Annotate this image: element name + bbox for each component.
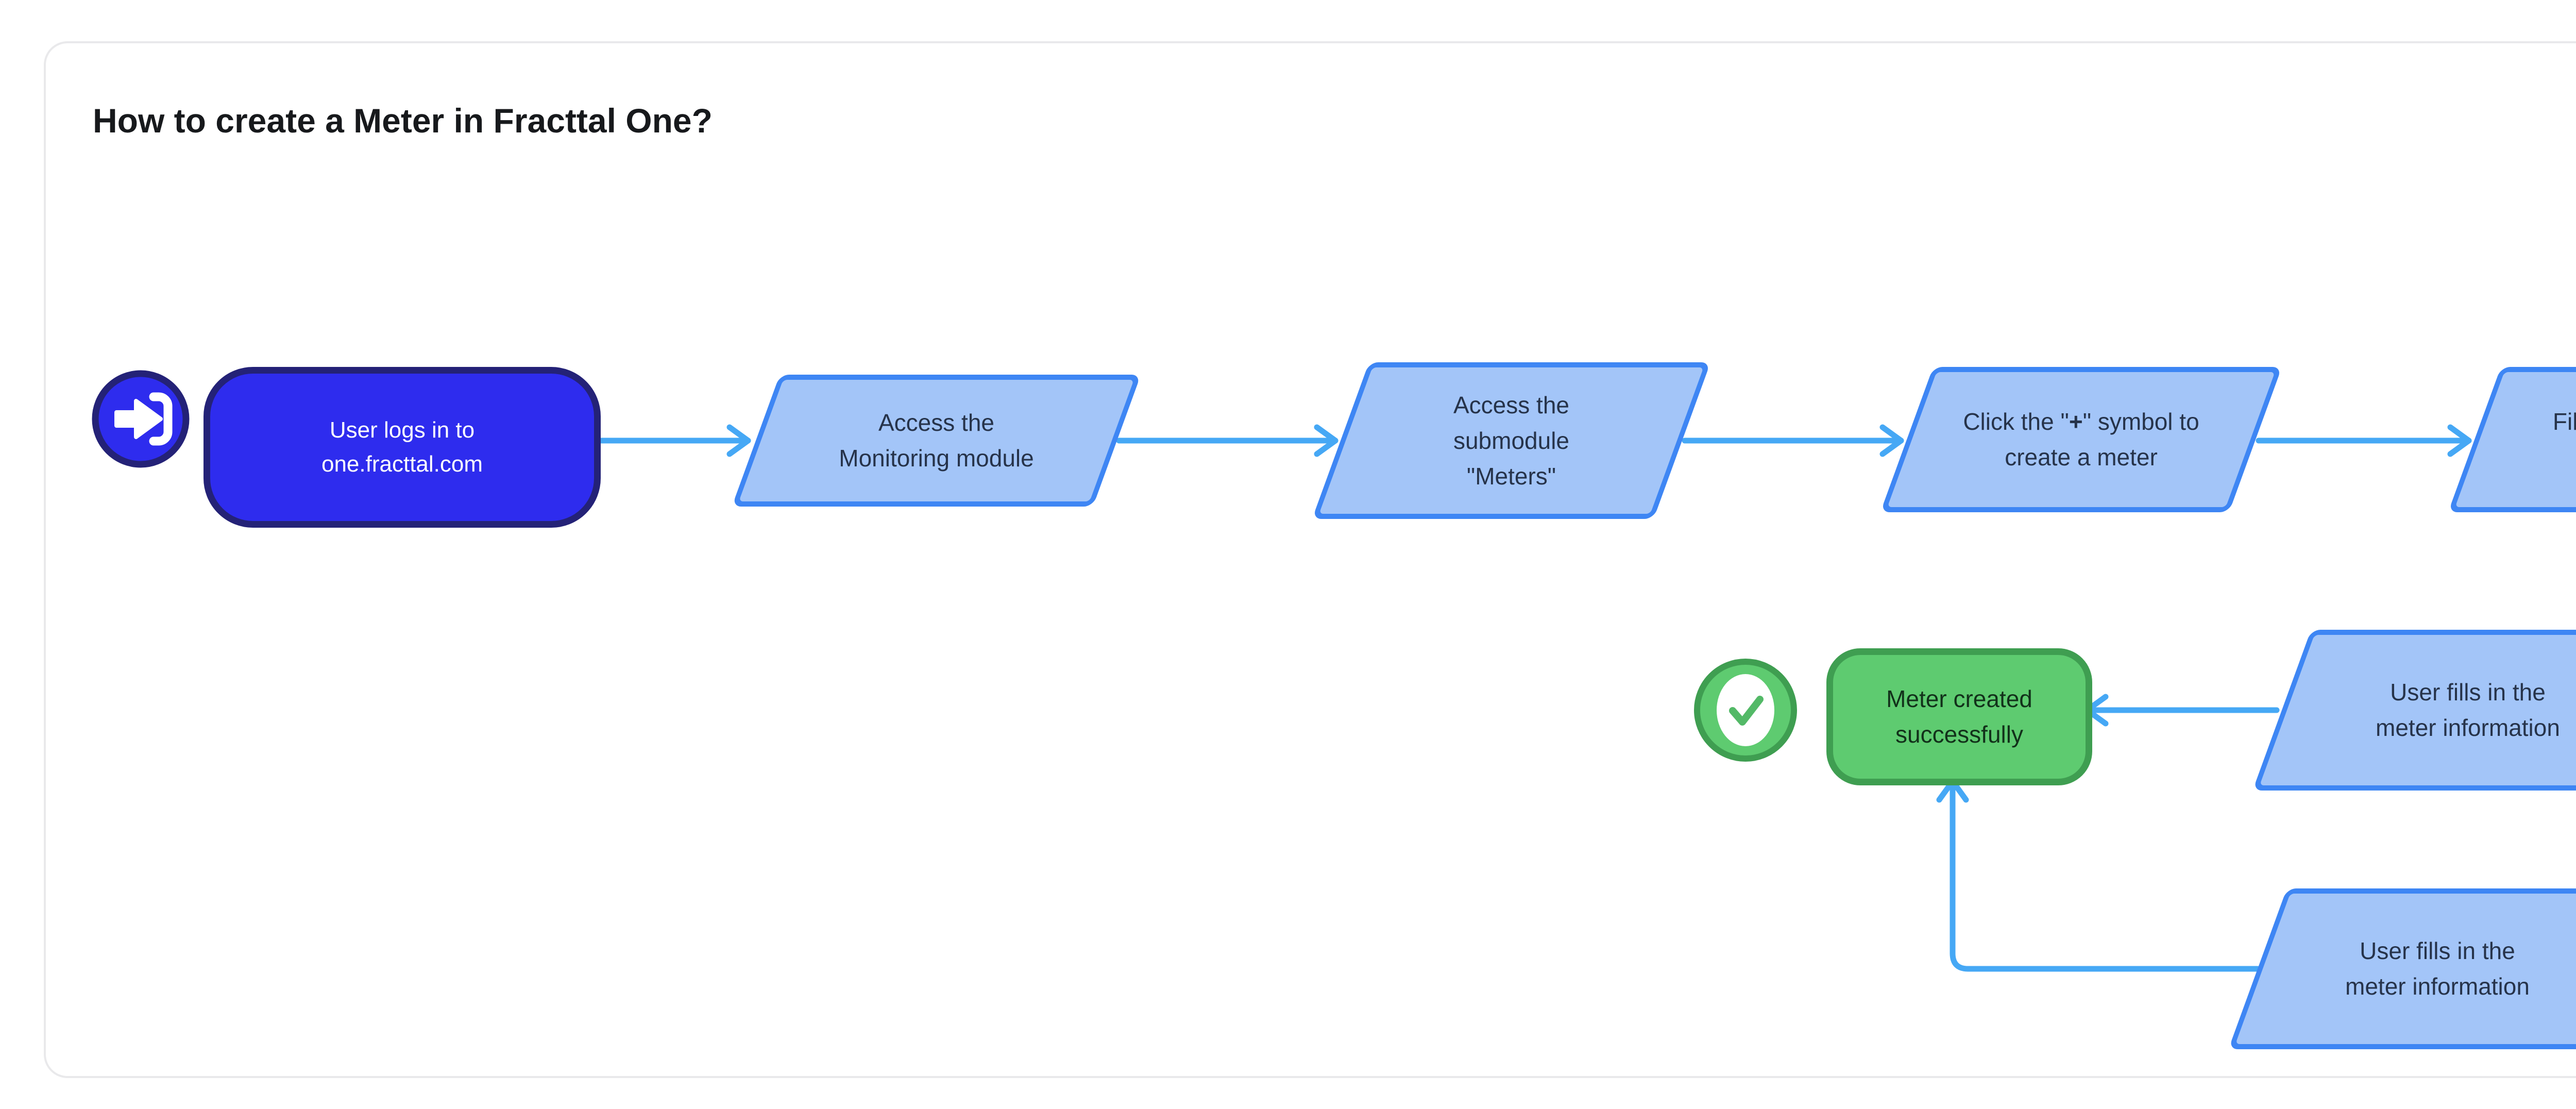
diagram-card bbox=[44, 41, 2576, 1078]
node-click-plus: Click the "+" symbol to create a meter bbox=[1880, 367, 2282, 512]
node-label: User fills in the meter information bbox=[2376, 679, 2560, 741]
page-title: How to create a Meter in Fracttal One? bbox=[93, 102, 713, 140]
node-label: Fill in all the meter data bbox=[2552, 408, 2576, 435]
node-label: Access the submodule "Meters" bbox=[1453, 391, 1570, 490]
node-monitoring: Access the Monitoring module bbox=[732, 375, 1141, 507]
node-label: Access the Monitoring module bbox=[839, 409, 1034, 472]
start-node bbox=[92, 370, 190, 468]
node-label: User fills in the meter information bbox=[2345, 937, 2530, 1000]
node-success: Meter created successfully bbox=[1826, 648, 2092, 785]
node-label: Click the "+" symbol to create a meter bbox=[1963, 408, 2199, 471]
check-icon bbox=[1694, 659, 1797, 762]
node-fill-info-counter: User fills in the meter information bbox=[2252, 630, 2576, 791]
node-submodule: Access the submodule "Meters" bbox=[1312, 362, 1711, 519]
node-label: Meter created successfully bbox=[1886, 685, 2032, 748]
node-fill-data: Fill in all the meter data bbox=[2448, 367, 2576, 512]
login-icon bbox=[92, 370, 190, 468]
node-fill-info-no: User fills in the meter information bbox=[2228, 888, 2576, 1049]
success-badge bbox=[1692, 657, 1799, 763]
node-label: User logs in to one.fracttal.com bbox=[321, 417, 483, 477]
node-login: User logs in to one.fracttal.com bbox=[204, 367, 601, 528]
